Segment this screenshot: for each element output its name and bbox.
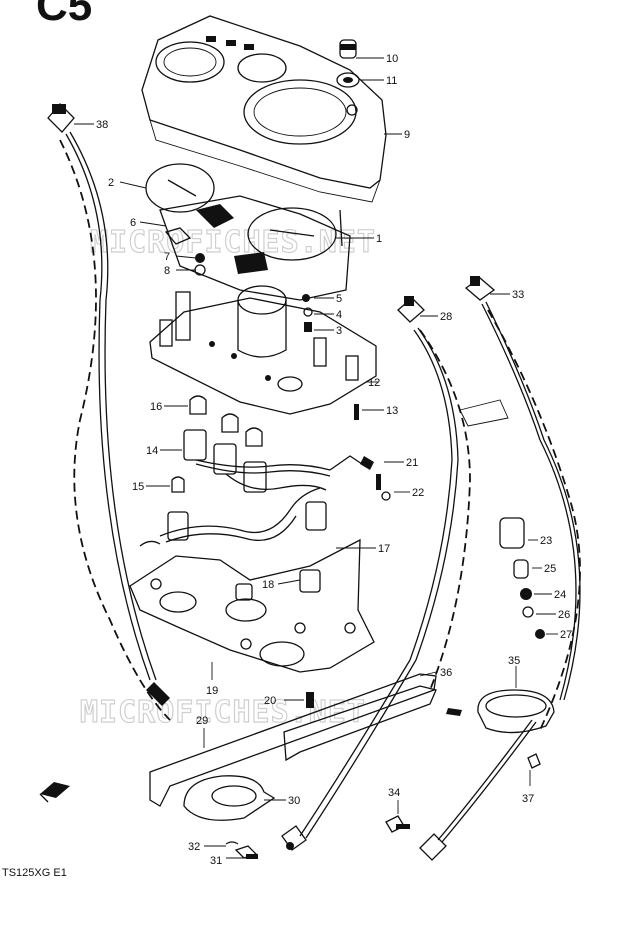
front-arrow-icon [39, 782, 70, 803]
callout-10: 10 [386, 53, 398, 65]
callout-33: 33 [512, 289, 524, 301]
small-parts-bottom [225, 753, 541, 859]
callout-12: 12 [368, 377, 380, 389]
callout-7: 7 [164, 251, 170, 263]
callout-21: 21 [406, 457, 418, 469]
watermark-top: MICROFICHES.NET [90, 225, 376, 260]
callout-29: 29 [196, 715, 208, 727]
callout-4: 4 [336, 309, 342, 321]
callout-38: 38 [96, 119, 108, 131]
speedometer-cable-38 [47, 103, 170, 706]
callout-36: 36 [440, 667, 452, 679]
callout-28: 28 [440, 311, 452, 323]
callout-11: 11 [386, 75, 397, 87]
callout-14: 14 [146, 445, 158, 457]
callout-6: 6 [130, 217, 136, 229]
small-parts-23-27 [499, 517, 545, 639]
callout-16: 16 [150, 401, 162, 413]
screw-20 [306, 692, 314, 708]
callout-3: 3 [336, 325, 342, 337]
callout-13: 13 [386, 405, 398, 417]
callout-31: 31 [210, 855, 222, 867]
callout-34: 34 [388, 787, 400, 799]
callout-26: 26 [558, 609, 570, 621]
callout-19: 19 [206, 685, 218, 697]
callout-32: 32 [188, 841, 200, 853]
part-10-11 [336, 39, 360, 88]
wire-harness [139, 455, 391, 547]
bulb-sockets [167, 395, 327, 541]
model-code-footer: TS125XG E1 [2, 867, 67, 879]
callout-35: 35 [508, 655, 520, 667]
callout-17: 17 [378, 543, 390, 555]
callout-15: 15 [132, 481, 144, 493]
callout-27: 27 [560, 629, 572, 641]
callout-37: 37 [522, 793, 534, 805]
callout-8: 8 [164, 265, 170, 277]
cable-33 [419, 276, 581, 861]
diagram-title: C5 [36, 0, 92, 30]
callout-18: 18 [262, 579, 274, 591]
callout-25: 25 [544, 563, 556, 575]
leader-lines [74, 57, 558, 859]
mounting-bracket [149, 673, 555, 821]
meter-mechanism [159, 195, 351, 332]
callout-9: 9 [404, 129, 410, 141]
callout-22: 22 [412, 487, 424, 499]
tachometer-cable-28 [281, 296, 459, 851]
base-plate [129, 538, 375, 673]
callout-23: 23 [540, 535, 552, 547]
screw-13 [354, 404, 359, 420]
callout-labels: 10 11 38 9 2 6 1 7 8 5 4 3 33 28 12 13 1… [96, 53, 572, 867]
callout-30: 30 [288, 795, 300, 807]
cable-routing-dashed [59, 139, 581, 731]
callout-5: 5 [336, 293, 342, 305]
lower-case [149, 285, 377, 415]
meter-case [141, 15, 387, 203]
callout-1: 1 [376, 233, 382, 245]
watermark-bottom: MICROFICHES.NET [80, 695, 366, 730]
callout-20: 20 [264, 695, 276, 707]
callout-2: 2 [108, 177, 114, 189]
callout-24: 24 [554, 589, 566, 601]
